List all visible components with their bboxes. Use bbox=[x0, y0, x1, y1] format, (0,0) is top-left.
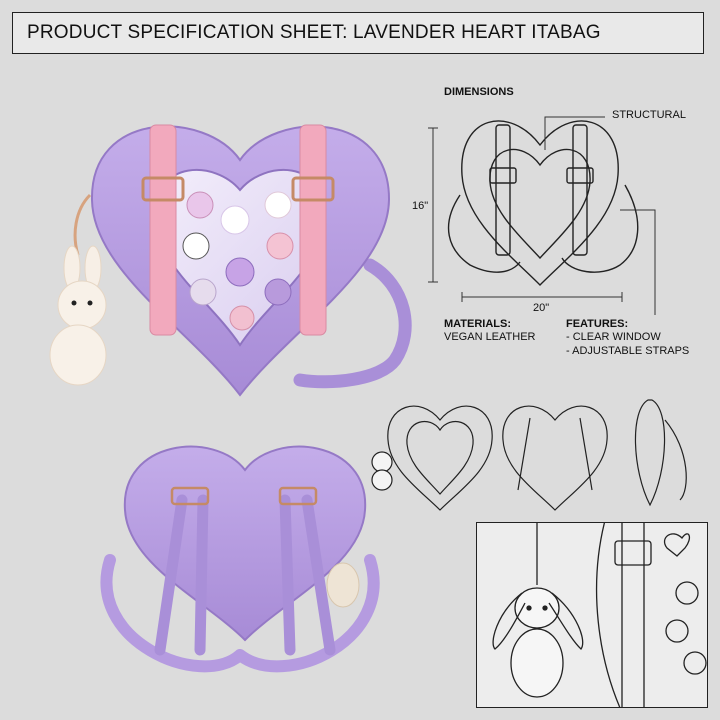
technical-drawing-main bbox=[447, 120, 639, 286]
bunny-charm bbox=[49, 245, 107, 386]
bag-front-view bbox=[49, 124, 412, 397]
buckle-right bbox=[291, 176, 335, 202]
bunny-charm-back bbox=[326, 562, 360, 608]
shoulder-strap bbox=[293, 258, 412, 389]
width-dimension: 20" bbox=[533, 302, 550, 314]
dimensions-heading: DIMENSIONS bbox=[444, 86, 514, 98]
buckle-left bbox=[141, 176, 185, 202]
pin-collection bbox=[182, 191, 294, 331]
page-title: PRODUCT SPECIFICATION SHEET: LAVENDER HE… bbox=[27, 22, 601, 43]
bag-back-view bbox=[100, 445, 380, 673]
height-dimension: 16" bbox=[412, 200, 429, 212]
front-strap-right bbox=[299, 124, 327, 336]
feature-item: - ADJUSTABLE STRAPS bbox=[566, 345, 690, 357]
materials-value: VEGAN LEATHER bbox=[444, 331, 536, 343]
detail-closeup-drawing bbox=[492, 523, 707, 707]
materials-heading: MATERIALS: bbox=[444, 318, 512, 330]
features-heading: FEATURES: bbox=[566, 318, 629, 330]
structural-label: STRUCTURAL bbox=[612, 109, 686, 121]
title-bar: PRODUCT SPECIFICATION SHEET: LAVENDER HE… bbox=[12, 12, 704, 54]
outline-view-side bbox=[634, 399, 687, 507]
dimension-lines bbox=[428, 116, 656, 315]
front-strap-left bbox=[149, 124, 177, 336]
detail-closeup-box bbox=[476, 522, 708, 708]
outline-view-front bbox=[371, 405, 493, 511]
feature-item: - CLEAR WINDOW bbox=[566, 331, 661, 343]
outline-view-back bbox=[502, 405, 608, 511]
